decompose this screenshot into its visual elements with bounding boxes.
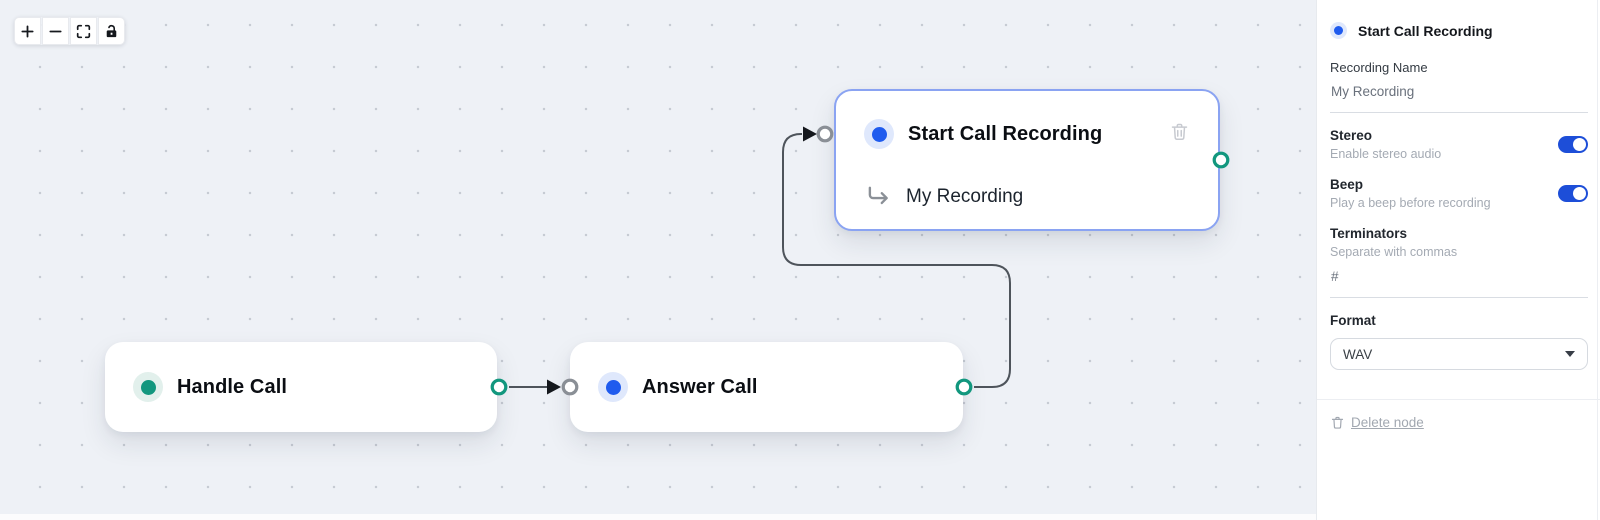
node-title: Answer Call — [642, 375, 758, 398]
chevron-down-icon — [1565, 351, 1575, 357]
terminators-input[interactable] — [1330, 269, 1588, 298]
node-handle-call[interactable]: Handle Call — [105, 342, 497, 432]
zoom-in-button[interactable] — [14, 17, 41, 45]
panel-header: Start Call Recording — [1330, 22, 1588, 39]
trash-icon — [1331, 416, 1344, 429]
stereo-description: Enable stereo audio — [1330, 147, 1442, 161]
node-output-label: My Recording — [906, 186, 1024, 207]
stereo-setting-row: Stereo Enable stereo audio — [1330, 128, 1588, 161]
canvas-edge-fade — [0, 514, 1316, 520]
stereo-label: Stereo — [1330, 128, 1373, 143]
zoom-in-icon — [21, 24, 34, 38]
format-select[interactable]: WAV — [1330, 338, 1588, 370]
node-settings-panel: Start Call Recording Recording Name Ster… — [1316, 0, 1600, 520]
canvas-toolbar — [14, 17, 125, 45]
panel-divider — [1317, 399, 1600, 400]
fit-view-icon — [76, 24, 91, 38]
start-call-recording-node-icon — [864, 119, 894, 149]
node-type-icon — [1330, 22, 1347, 39]
beep-setting-row: Beep Play a beep before recording — [1330, 177, 1588, 210]
unlock-icon — [106, 24, 117, 37]
stereo-toggle[interactable] — [1558, 136, 1588, 153]
lock-toggle-button[interactable] — [98, 17, 125, 45]
terminators-description: Separate with commas — [1330, 245, 1458, 259]
edge-arrowhead — [547, 379, 561, 395]
beep-description: Play a beep before recording — [1330, 196, 1491, 210]
zoom-out-button[interactable] — [42, 17, 69, 45]
format-label: Format — [1330, 313, 1376, 328]
node-title: Start Call Recording — [908, 122, 1103, 145]
delete-node-link[interactable]: Delete node — [1330, 415, 1588, 430]
recording-name-label: Recording Name — [1330, 60, 1428, 75]
terminators-label: Terminators — [1330, 226, 1408, 241]
trash-icon — [1171, 123, 1188, 141]
edge-handle-call-to-answer-call[interactable] — [509, 379, 561, 395]
beep-label: Beep — [1330, 177, 1364, 192]
start-call-recording-input-handle[interactable] — [816, 125, 834, 143]
format-selected-value: WAV — [1343, 346, 1373, 362]
node-answer-call[interactable]: Answer Call — [570, 342, 963, 432]
node-start-call-recording[interactable]: Start Call Recording My Recording — [834, 89, 1220, 231]
delete-node-label: Delete node — [1351, 415, 1424, 430]
terminators-setting: Terminators Separate with commas — [1330, 226, 1588, 298]
node-title: Handle Call — [177, 375, 288, 398]
zoom-out-icon — [49, 30, 62, 32]
delete-node-button[interactable] — [1169, 121, 1190, 147]
answer-call-node-icon — [598, 372, 628, 402]
fit-view-button[interactable] — [70, 17, 97, 45]
panel-title: Start Call Recording — [1358, 22, 1493, 39]
handle-call-node-icon — [133, 372, 163, 402]
edge-arrowhead — [803, 126, 817, 142]
flow-canvas[interactable]: Handle Call Answer Call Start Call Recor… — [0, 0, 1316, 520]
recording-name-input[interactable] — [1330, 84, 1588, 113]
edges-layer — [490, 125, 1230, 396]
branch-arrow-icon — [864, 184, 892, 210]
beep-toggle[interactable] — [1558, 185, 1588, 202]
